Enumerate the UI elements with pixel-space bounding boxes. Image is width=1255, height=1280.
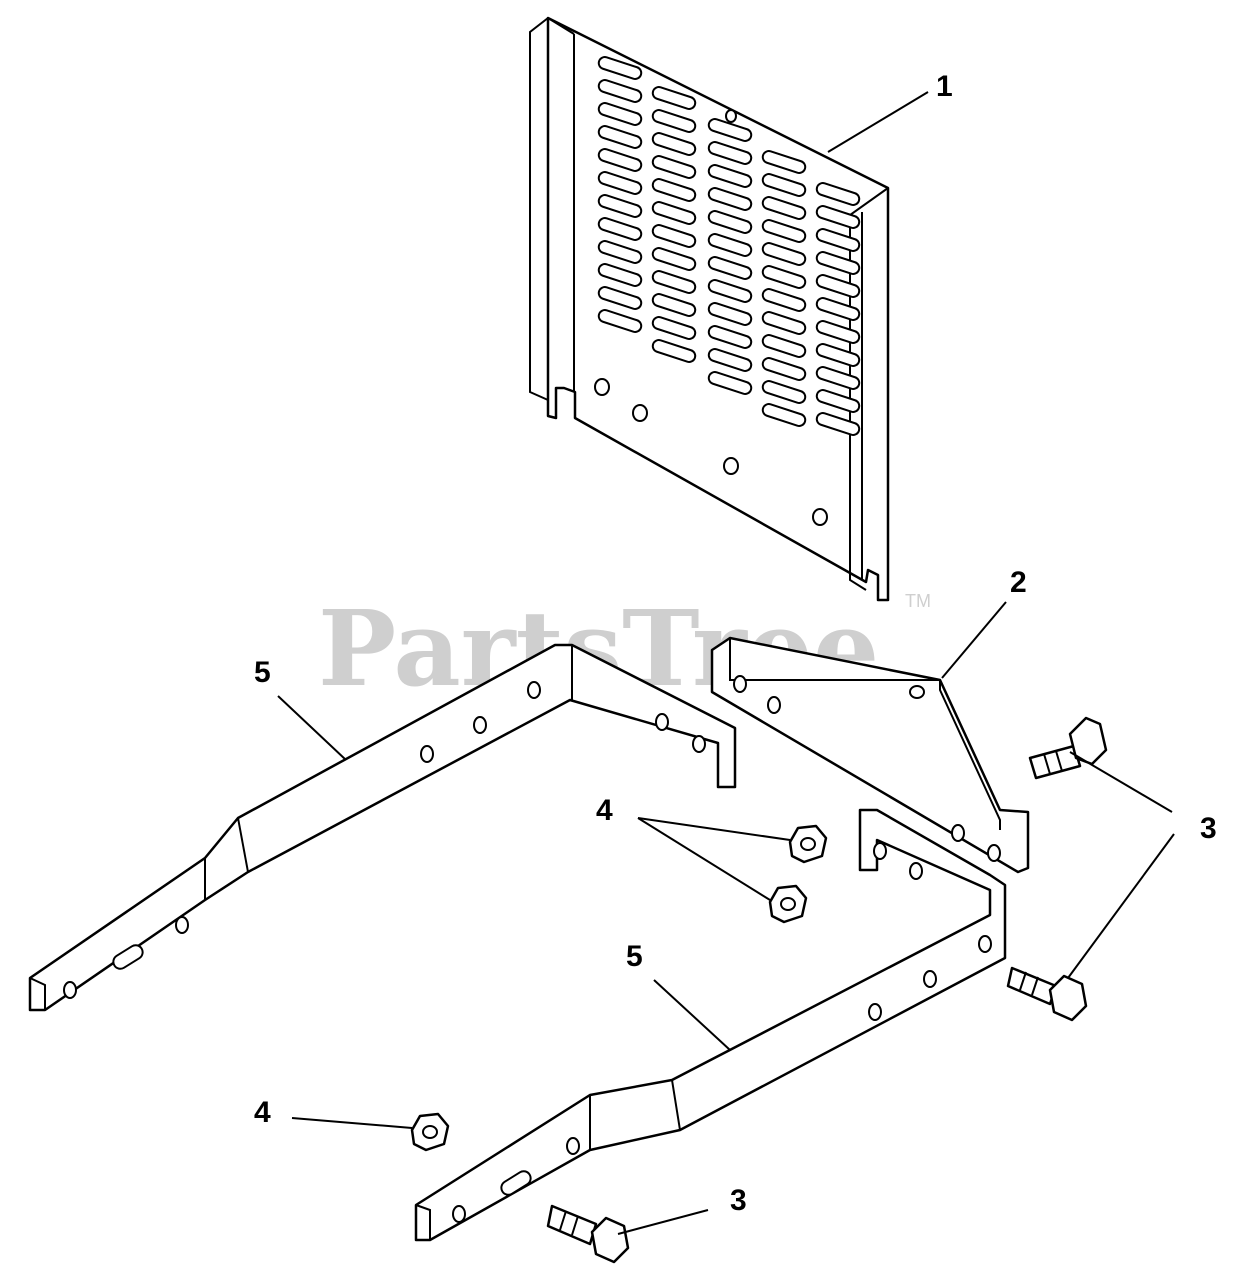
panel-slot	[707, 118, 753, 142]
panel-slot	[815, 389, 861, 413]
callout-4: 4	[596, 794, 613, 827]
panel-slot	[651, 293, 697, 317]
panel-slot	[597, 194, 643, 218]
panel-slot	[651, 109, 697, 133]
panel-slot	[761, 196, 807, 220]
panel-slot	[761, 150, 807, 174]
leader-4b	[637, 817, 771, 901]
panel-slot	[761, 219, 807, 243]
panel-slot	[597, 125, 643, 149]
watermark-tm: TM	[905, 591, 931, 611]
panel-slot	[651, 224, 697, 248]
panel-slot	[761, 357, 807, 381]
panel-slot	[597, 79, 643, 103]
panel-slot	[815, 205, 861, 229]
perforated-shield-panel-icon[interactable]	[529, 16, 890, 602]
callout-3: 3	[1200, 812, 1217, 845]
panel-slot	[597, 148, 643, 172]
panel-slot	[761, 380, 807, 404]
u-frame-bracket-icon[interactable]	[28, 643, 737, 1012]
panel-slot	[707, 302, 753, 326]
hex-bolt-icon[interactable]	[1028, 716, 1108, 780]
leader-1	[827, 91, 929, 153]
callout-4: 4	[254, 1096, 271, 1129]
leader-3a	[1069, 751, 1173, 813]
panel-slot	[597, 102, 643, 126]
leader-3c	[617, 1209, 709, 1235]
callout-2: 2	[1010, 566, 1027, 599]
callout-5: 5	[254, 656, 271, 689]
panel-slot	[815, 297, 861, 321]
panel-slot	[597, 240, 643, 264]
callout-1: 1	[936, 70, 953, 103]
hex-bolt-icon[interactable]	[546, 1204, 630, 1264]
panel-slot	[651, 270, 697, 294]
panel-slot	[761, 311, 807, 335]
panel-slot	[707, 256, 753, 280]
panel-slot	[707, 348, 753, 372]
panel-slot	[815, 320, 861, 344]
panel-slot	[651, 247, 697, 271]
panel-slot	[651, 86, 697, 110]
leader-5b	[653, 979, 731, 1051]
panel-slot	[707, 233, 753, 257]
panel-slot	[761, 403, 807, 427]
panel-slot	[597, 217, 643, 241]
panel-slot	[707, 141, 753, 165]
panel-slot	[707, 371, 753, 395]
panel-slot	[597, 56, 643, 80]
panel-slot	[761, 265, 807, 289]
panel-slot	[597, 309, 643, 333]
leader-4c	[291, 1117, 413, 1129]
panel-slot	[815, 366, 861, 390]
panel-slot	[651, 178, 697, 202]
panel-slot	[707, 325, 753, 349]
panel-slot	[651, 316, 697, 340]
lock-nut-icon[interactable]	[788, 824, 828, 864]
panel-slot	[761, 242, 807, 266]
panel-slot	[597, 171, 643, 195]
panel-slot	[597, 286, 643, 310]
panel-slot	[815, 412, 861, 436]
panel-slot	[651, 132, 697, 156]
panel-slot	[707, 187, 753, 211]
panel-slot	[815, 274, 861, 298]
panel-slot	[651, 201, 697, 225]
panel-slot	[707, 279, 753, 303]
corner-bracket-plate-icon[interactable]	[710, 636, 1030, 874]
callout-5: 5	[626, 940, 643, 973]
lock-nut-icon[interactable]	[768, 884, 808, 924]
panel-slot	[707, 210, 753, 234]
leader-5a	[277, 695, 347, 761]
lock-nut-icon[interactable]	[410, 1112, 450, 1152]
panel-slot	[651, 155, 697, 179]
callout-3: 3	[730, 1184, 747, 1217]
leader-4a	[637, 817, 791, 841]
panel-slots	[597, 56, 861, 436]
panel-slot	[815, 251, 861, 275]
leader-2	[941, 601, 1007, 679]
panel-slot	[815, 343, 861, 367]
panel-slot	[815, 228, 861, 252]
panel-slot	[761, 334, 807, 358]
hex-bolt-icon[interactable]	[1006, 966, 1088, 1022]
panel-slot	[761, 173, 807, 197]
panel-slot	[651, 339, 697, 363]
u-frame-bracket-icon[interactable]	[414, 808, 1007, 1242]
panel-slot	[815, 182, 861, 206]
panel-slot	[597, 263, 643, 287]
leader-3b	[1067, 833, 1175, 979]
panel-slot	[761, 288, 807, 312]
panel-slot	[707, 164, 753, 188]
